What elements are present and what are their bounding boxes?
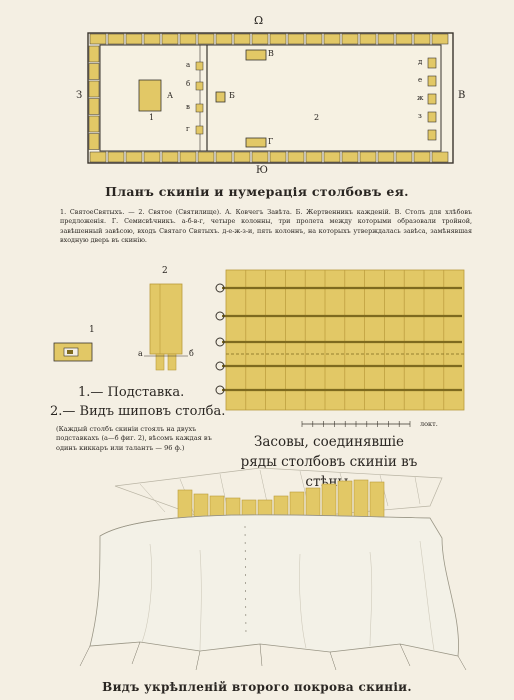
wall-post	[161, 151, 179, 163]
label-table: В	[268, 49, 274, 58]
wall-post	[359, 33, 377, 45]
plan-legend: 1. СвятоеСвятыхъ. — 2. Святое (Святилище…	[60, 208, 472, 245]
post-label-a-fig: а	[138, 349, 143, 358]
post-label-zh: ж	[417, 94, 424, 102]
wall-post	[377, 33, 395, 45]
wall-post	[413, 33, 431, 45]
wall-post	[359, 151, 377, 163]
fig1-number: 1	[89, 325, 95, 335]
wall-post	[287, 151, 305, 163]
post-label-v: в	[186, 103, 190, 111]
label-ark: А	[167, 91, 174, 100]
wall-post	[88, 45, 100, 63]
ark-rect	[138, 79, 162, 112]
wall-post	[341, 33, 359, 45]
wall-post	[89, 151, 107, 163]
wall-post	[233, 33, 251, 45]
compass-east: В	[458, 90, 466, 101]
post-label-b: б	[186, 80, 191, 88]
post-figures	[53, 283, 188, 371]
ring	[215, 385, 225, 395]
wall-post	[269, 151, 287, 163]
table-rect	[245, 49, 267, 61]
plan-title: Планъ скиніи и нумерація столбовъ ея.	[105, 184, 409, 199]
wall-post	[341, 151, 359, 163]
post-label-z: з	[418, 112, 422, 120]
wall-post	[251, 151, 269, 163]
wall-post	[88, 115, 100, 133]
wall-post	[89, 33, 107, 45]
wall-post	[88, 133, 100, 150]
post-label-d: д	[418, 58, 423, 66]
wall-post	[413, 151, 431, 163]
wall-post	[395, 151, 413, 163]
wall-post	[215, 151, 233, 163]
post-label-a: а	[186, 61, 191, 69]
wall-post	[305, 33, 323, 45]
wall-post	[287, 33, 305, 45]
caption-socket: 1.— Подставка.	[78, 385, 185, 400]
tent-caption: Видъ укрѣпленій второго покрова скиніи.	[102, 680, 412, 694]
note-sockets: (Каждый столбъ скиніи стоялъ на двухъ по…	[56, 425, 212, 452]
wall-post	[251, 33, 269, 45]
altar-rect	[215, 91, 226, 103]
wall-post	[88, 80, 100, 98]
post-label-g: г	[186, 125, 190, 133]
post-label-e: е	[418, 76, 423, 84]
label-room-1: 1	[149, 113, 155, 122]
wall-post	[179, 33, 197, 45]
bars-wall-figure	[215, 269, 465, 411]
scale-unit: локт.	[420, 420, 438, 428]
wall-post	[143, 33, 161, 45]
caption-tenons: 2.— Видъ шиповъ столба.	[50, 404, 226, 419]
wall-post	[269, 33, 287, 45]
wall-post	[305, 151, 323, 163]
tent-figure	[79, 467, 467, 671]
ring	[215, 311, 225, 321]
post-board	[149, 283, 183, 355]
wall-post	[107, 151, 125, 163]
wall-post	[215, 33, 233, 45]
ring	[215, 283, 225, 293]
wall-post	[125, 151, 143, 163]
fig2-number: 2	[162, 266, 168, 276]
wall-post	[107, 33, 125, 45]
wall-post	[143, 151, 161, 163]
wall-post	[161, 33, 179, 45]
wall-post	[377, 151, 395, 163]
post-label-b-fig: б	[189, 349, 194, 358]
wall-post	[179, 151, 197, 163]
compass-south: Ю	[256, 165, 268, 176]
compass-west: З	[76, 90, 83, 101]
label-altar: Б	[229, 91, 235, 100]
ring	[215, 361, 225, 371]
wall-post	[197, 151, 215, 163]
wall-post	[431, 151, 449, 163]
wall-post	[88, 98, 100, 115]
compass-north: Ω	[254, 14, 264, 27]
wall-post	[431, 33, 449, 45]
wall-post	[323, 33, 341, 45]
tabernacle-plan	[87, 32, 454, 164]
label-lampstand: Г	[268, 137, 274, 146]
wall-post	[395, 33, 413, 45]
wall-post	[323, 151, 341, 163]
wall-post	[197, 33, 215, 45]
label-room-2: 2	[314, 113, 320, 122]
wall-post	[88, 63, 100, 80]
bars-scale	[301, 421, 411, 427]
wall-post	[233, 151, 251, 163]
wall-post	[125, 33, 143, 45]
lampstand-rect	[245, 137, 267, 148]
ring	[215, 337, 225, 347]
